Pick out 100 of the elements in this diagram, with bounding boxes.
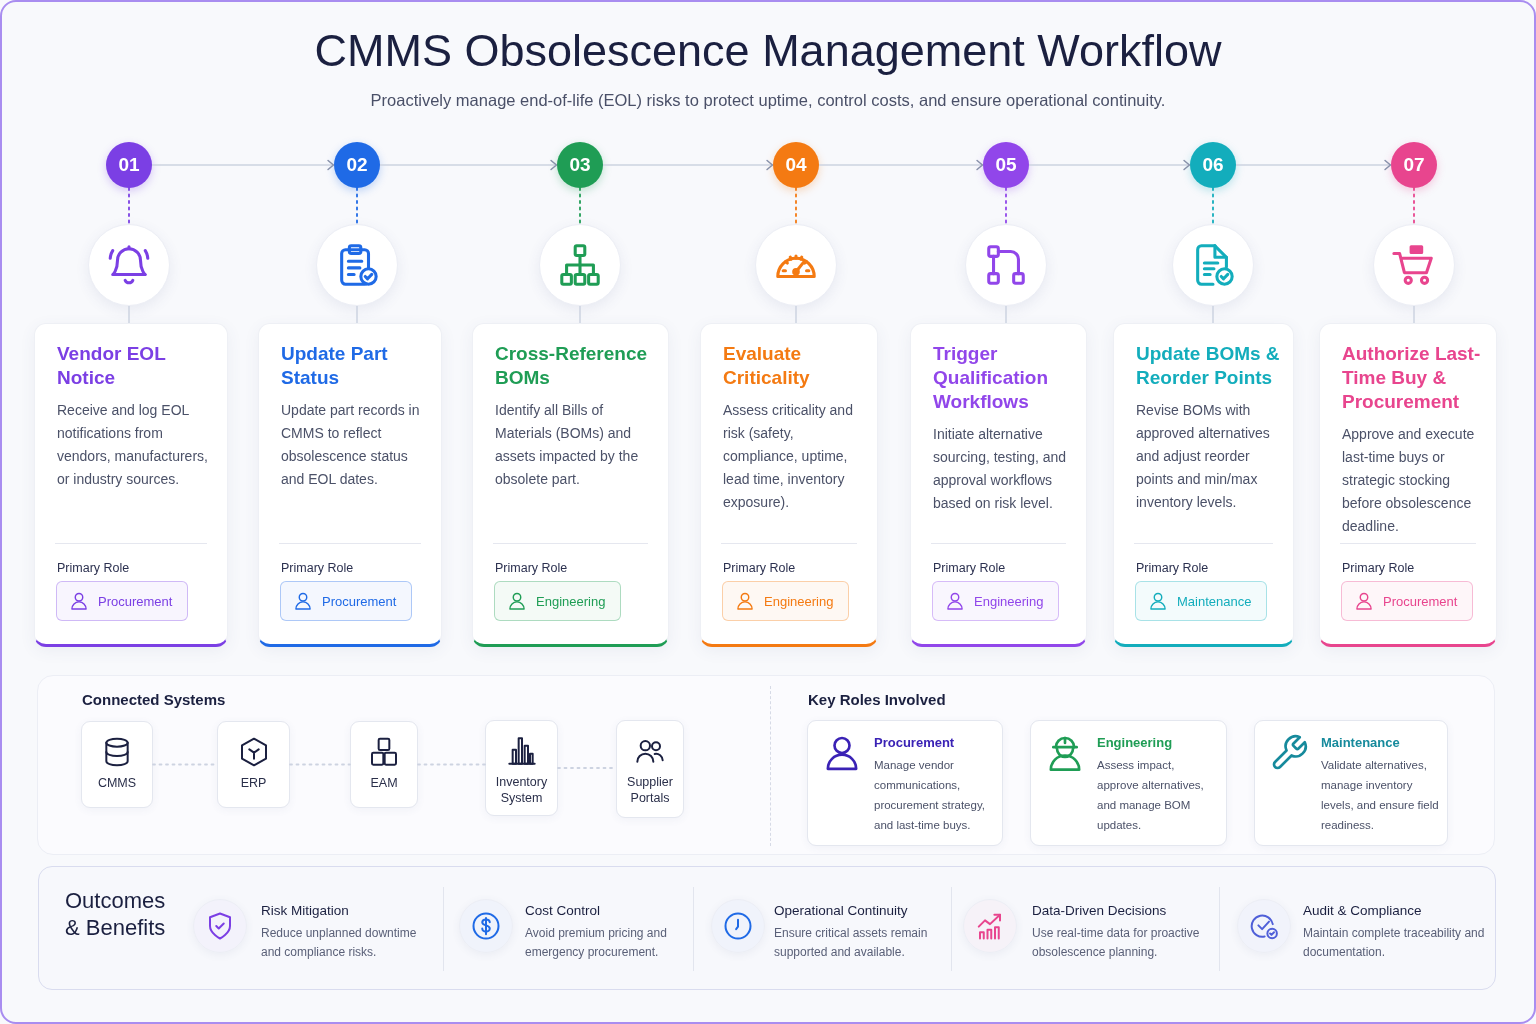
step-number-badge: 07 [1391,142,1437,188]
arrow [602,159,774,171]
step-title: Trigger Qualification Workflows [933,342,1050,414]
step-title: Authorize Last-Time Buy & Procurement [1342,342,1482,414]
step-number-badge: 05 [983,142,1029,188]
role-name: Procurement [322,593,397,609]
role-title: Procurement [874,734,956,752]
subtitle: Proactively manage end-of-life (EOL) risks to protect uptime, control costs, and ensure operational continuity. [369,90,1167,111]
system-tile [350,721,418,808]
section-heading: Connected Systems [82,690,226,710]
outcome-title: Data-Driven Decisions [1032,902,1167,920]
dashed-line [417,763,486,766]
outcome-description: Use real-time data for proactive obsolescence planning. [1032,925,1201,961]
system-tile [485,720,558,816]
outcome-title: Risk Mitigation [261,902,349,920]
role-tag [280,581,413,621]
arrow [818,159,984,171]
system-name: Inventory System [494,774,549,806]
role-tag [494,581,622,621]
role-description: Assess impact, approve alternatives, and manage BOM updates. [1097,758,1205,833]
step-card [700,323,878,647]
role-title: Engineering [1097,734,1174,752]
role-name: Engineering [974,593,1044,609]
outcome-title: Audit & Compliance [1303,902,1422,920]
step-description: Receive and log EOL notifications from vendors, manufacturers, or industry sources. [57,401,209,489]
role-description: Validate alternatives, manage inventory levels, and ensure field readiness. [1321,758,1439,833]
role-tag [56,581,189,621]
role-heading: Primary Role [495,560,568,576]
outcome-title: Operational Continuity [774,902,908,920]
step-description: Initiate alternative sourcing, testing, and approval workflows based on risk level. [933,425,1068,513]
step-card [34,323,228,647]
step-title: Vendor EOL Notice [57,342,167,390]
step-card [1319,323,1497,647]
system-name: EAM [370,775,398,791]
step-number-badge: 01 [106,142,152,188]
step-title: Update BOMs & Reorder Points [1136,342,1281,390]
section-heading: Key Roles Involved [808,690,946,710]
role-tag [932,581,1060,621]
role-card [807,720,1003,846]
step-description: Assess criticality and risk (safety, compliance, uptime, lead time, inventory exposure). [723,401,854,512]
dashed-line [795,187,797,225]
step-description: Update part records in CMMS to reflect obsolescence status and EOL dates. [281,401,421,489]
role-tag [1341,581,1474,621]
dashed-line [128,187,130,225]
role-heading: Primary Role [281,560,354,576]
role-heading: Primary Role [933,560,1006,576]
dashed-line [579,187,581,225]
step-number-badge: 06 [1190,142,1236,188]
system-name: ERP [240,775,267,791]
system-name: Supplier Portals [626,774,674,806]
role-name: Engineering [536,593,606,609]
role-name: Procurement [1383,593,1458,609]
step-number-badge: 03 [557,142,603,188]
dashed-line [289,763,351,766]
system-name: CMMS [97,775,137,791]
role-heading: Primary Role [57,560,130,576]
role-tag [1135,581,1268,621]
role-description: Manage vendor communications, procurement strategy, and last-time buys. [874,758,986,833]
step-card [472,323,669,647]
role-name: Procurement [98,593,173,609]
system-tile [217,721,290,808]
step-number-badge: 04 [773,142,819,188]
dashed-line [356,187,358,225]
step-title: Update Part Status [281,342,389,390]
role-tag [722,581,850,621]
outcome-description: Avoid premium pricing and emergency procurement. [525,925,668,961]
role-name: Engineering [764,593,834,609]
role-title: Maintenance [1321,734,1401,752]
page-title: CMMS Obsolescence Management Workflow [313,24,1223,78]
outcomes-panel [38,866,1496,990]
arrow [151,159,335,171]
step-description: Approve and execute last-time buys or strategic stocking before obsolescence deadline. [1342,425,1476,536]
step-description: Revise BOMs with approved alternatives and adjust reorder points and min/max inventory levels. [1136,401,1271,512]
info-panel [37,675,1495,855]
step-number-badge: 02 [334,142,380,188]
role-heading: Primary Role [1342,560,1415,576]
step-description: Identify all Bills of Materials (BOMs) and assets impacted by the obsolete part. [495,401,640,489]
step-title: Evaluate Criticality [723,342,811,390]
role-heading: Primary Role [1136,560,1209,576]
outcome-title: Cost Control [525,902,601,920]
arrow [1235,159,1392,171]
outcome-description: Ensure critical assets remain supported and available. [774,925,929,961]
step-card [910,323,1087,647]
dashed-line [1005,187,1007,225]
role-card [1254,720,1448,846]
role-name: Maintenance [1177,593,1252,609]
system-tile [616,720,684,818]
dashed-line [1413,187,1415,225]
arrow [1028,159,1191,171]
role-heading: Primary Role [723,560,796,576]
outcome-description: Maintain complete traceability and documentation. [1303,925,1485,961]
role-card [1030,720,1227,846]
system-tile [81,721,153,808]
step-card [258,323,442,647]
outcome-description: Reduce unplanned downtime and compliance risks. [261,925,418,961]
step-title: Cross-Reference BOMs [495,342,649,390]
arrow [379,159,558,171]
panel-heading: Outcomes & Benefits [65,887,167,941]
step-card [1113,323,1294,647]
dashed-line [1212,187,1214,225]
